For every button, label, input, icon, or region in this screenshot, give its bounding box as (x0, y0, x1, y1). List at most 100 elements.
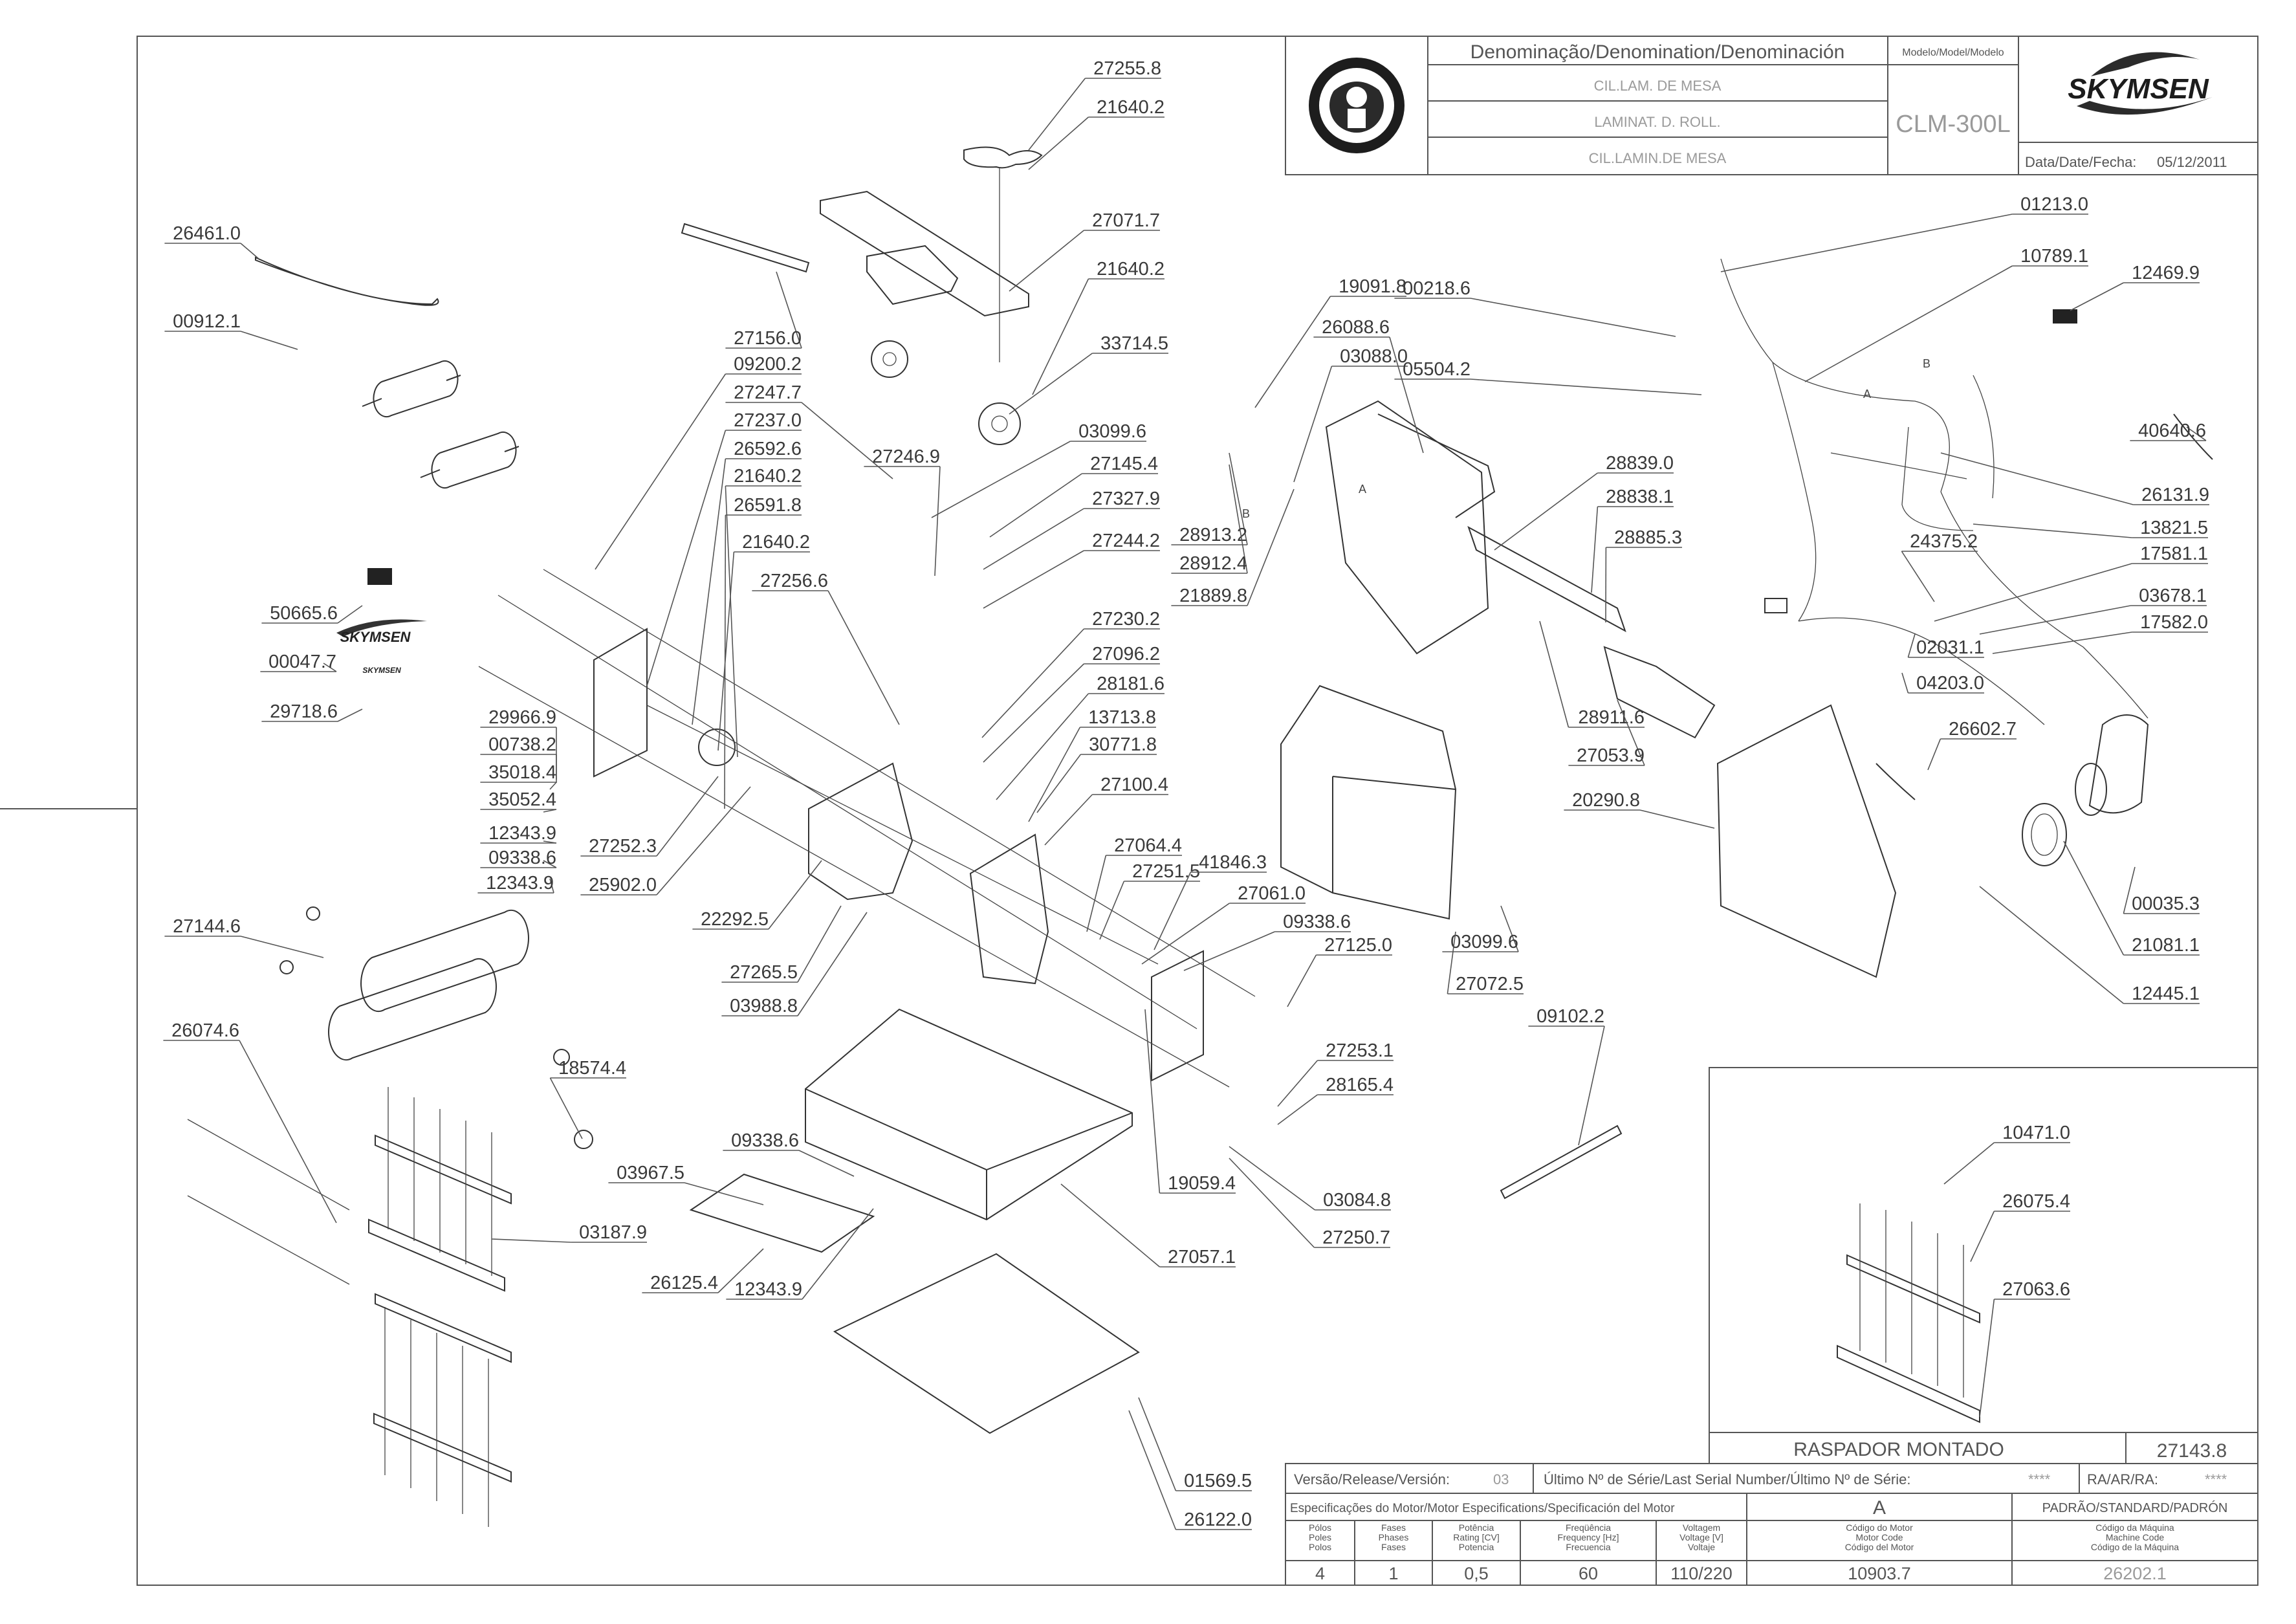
callout-leader (1979, 886, 2124, 1004)
part-number-label: 27244.2 (1092, 531, 1160, 551)
part-callout: 28839.0 (1494, 453, 1674, 551)
denomination-pt: CIL.LAM. DE MESA (1594, 78, 1722, 94)
part-callout: 22292.5 (692, 860, 822, 930)
part-callout: 27244.2 (983, 531, 1160, 609)
callout-leader (337, 605, 363, 624)
part-number-label: 28165.4 (1326, 1075, 1394, 1095)
callout-leader (776, 271, 802, 349)
part-number-label: 30771.8 (1089, 734, 1157, 755)
callout-leader (1992, 631, 2132, 654)
part-callouts: 27255.821640.227071.721640.233714.503099… (163, 58, 2209, 1530)
part-callout: 03099.6 (1442, 905, 1519, 952)
callout-leader (1229, 452, 1248, 545)
part-callout: 04203.0 (1901, 672, 1984, 694)
part-number-label: 10471.0 (2002, 1123, 2070, 1143)
part-callout: 28911.6 (1539, 620, 1645, 728)
callout-leader (1639, 809, 1715, 829)
part-number-label: 21640.2 (734, 466, 802, 487)
gear-rack (681, 223, 810, 273)
part-callout: 20290.8 (1564, 790, 1715, 829)
part-callout: 12343.9 (477, 873, 554, 894)
callout-leader (549, 878, 554, 894)
callout-leader (2186, 426, 2207, 441)
spec-column-header: Fases (1381, 1522, 1406, 1533)
callout-leader (1277, 1060, 1318, 1107)
scraper-subassembly-box: RASPADOR MONTADO 27143.8 (1709, 1067, 2258, 1464)
part-number-label: 09200.2 (734, 354, 802, 375)
part-callout: 17581.1 (1934, 543, 2208, 622)
upper-main-roller (360, 909, 529, 1013)
callout-leader (1144, 1009, 1161, 1194)
part-number-label: 02031.1 (1916, 637, 1984, 658)
part-number-label: 05504.2 (1403, 359, 1471, 380)
part-number-label: 27156.0 (734, 328, 802, 349)
part-callout: 09338.6 (480, 848, 557, 868)
callout-leader (983, 663, 1084, 763)
part-callout: 25902.0 (580, 786, 751, 895)
callout-leader (1036, 754, 1082, 813)
callout-leader (2123, 866, 2136, 914)
part-callout: 09200.2 (595, 354, 802, 570)
callout-leader (1539, 620, 1569, 728)
callout-leader (802, 1208, 874, 1300)
scraper-rod-part (255, 256, 439, 306)
part-number-label: 21081.1 (2132, 935, 2200, 956)
callout-leader (1901, 551, 1935, 602)
part-number-label: 27255.8 (1093, 58, 1161, 79)
part-callout: 19091.8 (1254, 276, 1406, 408)
callout-leader (983, 508, 1084, 570)
callout-leader (1470, 298, 1676, 337)
part-number-label: 28911.6 (1578, 707, 1645, 728)
part-number-label: 26074.6 (171, 1020, 239, 1041)
authorized-assistance-seal (1309, 58, 1405, 153)
callout-leader (931, 441, 1071, 518)
bottom-plate (833, 1253, 1140, 1434)
version-value: 03 (1493, 1471, 1509, 1487)
part-callout: 27072.5 (1447, 931, 1524, 994)
part-callout: 28838.1 (1591, 487, 1674, 593)
callout-leader (549, 1077, 583, 1139)
part-number-label: 33714.5 (1100, 333, 1168, 354)
callout-leader (323, 663, 337, 672)
callout-leader (934, 466, 941, 576)
callout-leader (543, 860, 557, 868)
callout-leader (1591, 506, 1599, 593)
callout-leader (1287, 954, 1317, 1007)
part-number-label: 27144.6 (173, 916, 241, 937)
denomination-label: Denominação/Denomination/Denominación (1471, 41, 1845, 63)
callout-leader (1901, 672, 1909, 694)
callout-leader (656, 786, 751, 895)
motor-spec-table: Versão/Release/Versión: 03 Último Nº de … (1285, 1463, 2258, 1586)
part-number-label: 20290.8 (1572, 790, 1640, 811)
part-callout: 21640.2 (1032, 259, 1164, 395)
part-callout: 00035.3 (2123, 866, 2200, 914)
callout-leader (1720, 214, 2013, 272)
part-number-label: 27053.9 (1577, 745, 1645, 766)
part-number-label: 24375.2 (1910, 531, 1978, 552)
callout-leader (1500, 905, 1519, 952)
part-callout: 27255.8 (1028, 58, 1161, 151)
part-callout: 27252.3 (580, 776, 719, 857)
part-callout: 00218.6 (1394, 278, 1676, 337)
part-number-label: 00218.6 (1403, 278, 1471, 299)
part-callout: 00912.1 (164, 311, 298, 350)
part-callout: 28885.3 (1605, 527, 1682, 623)
spec-column-header: Rating [CV] (1453, 1532, 1500, 1542)
part-number-label: 27230.2 (1092, 609, 1160, 630)
callout-leader (797, 905, 842, 983)
callout-leader (543, 809, 557, 813)
callout-leader (797, 912, 868, 1016)
part-number-label: 09338.6 (488, 848, 556, 868)
wire-12469 (2173, 413, 2213, 460)
callout-leader (1060, 1183, 1160, 1267)
part-number-label: 27145.4 (1090, 454, 1158, 474)
roller-tube (1467, 525, 1626, 633)
scraper-bar-upper (375, 1134, 512, 1205)
callout-leader (1229, 464, 1248, 574)
callout-leader (801, 402, 893, 479)
denomination-es: CIL.LAMIN.DE MESA (1589, 150, 1727, 166)
part-number-label: 27096.2 (1092, 644, 1160, 664)
part-callout: 21889.8 (1171, 488, 1295, 606)
spec-column-header: Código da Máquina (2095, 1522, 2174, 1533)
